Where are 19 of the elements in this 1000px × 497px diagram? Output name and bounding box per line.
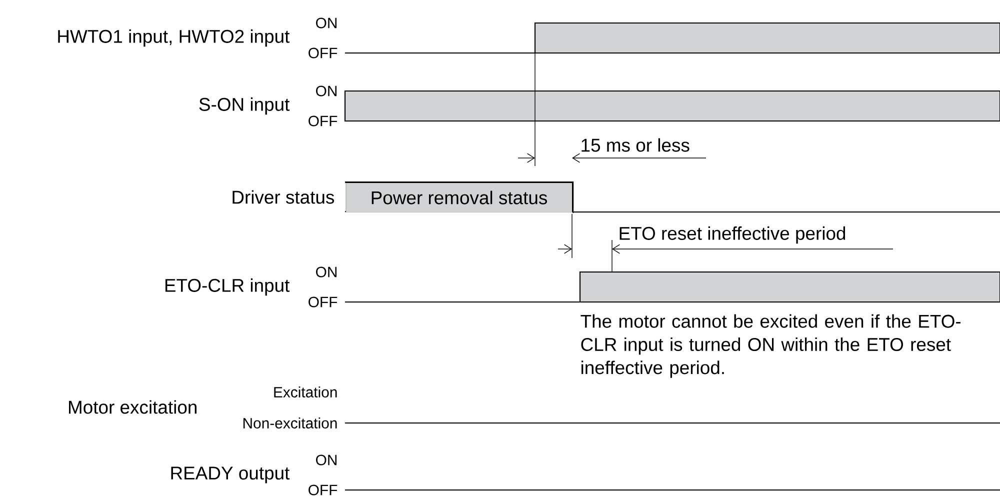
level-label: ON	[316, 86, 336, 96]
level-label: ON	[316, 454, 336, 466]
level-label: ON	[316, 18, 336, 28]
dimension-label: 15 ms or less	[582, 138, 690, 152]
signal-name: S-ON input	[199, 97, 290, 115]
level-label: OFF	[308, 296, 338, 308]
level-label: OFF	[308, 116, 338, 126]
note-text: The motor cannot be excited even if the ETO-CLR input is turned ON within the ETO reset ineffective period.	[580, 314, 961, 378]
level-label: ON	[316, 266, 336, 278]
level-label: Excitation	[274, 386, 337, 398]
signal-name: ETO-CLR input	[165, 278, 290, 296]
signal-name: Motor excitation	[69, 400, 196, 414]
dimension-label: ETO reset ineffective period	[620, 226, 846, 244]
signal-name: HWTO1 input, HWTO2 input	[58, 29, 290, 47]
level-label: OFF	[308, 484, 338, 496]
level-label: OFF	[308, 48, 338, 58]
signal-name: READY output	[171, 466, 290, 484]
status-box: Power removal status	[345, 182, 574, 214]
level-label: Non-excitation	[243, 418, 337, 428]
